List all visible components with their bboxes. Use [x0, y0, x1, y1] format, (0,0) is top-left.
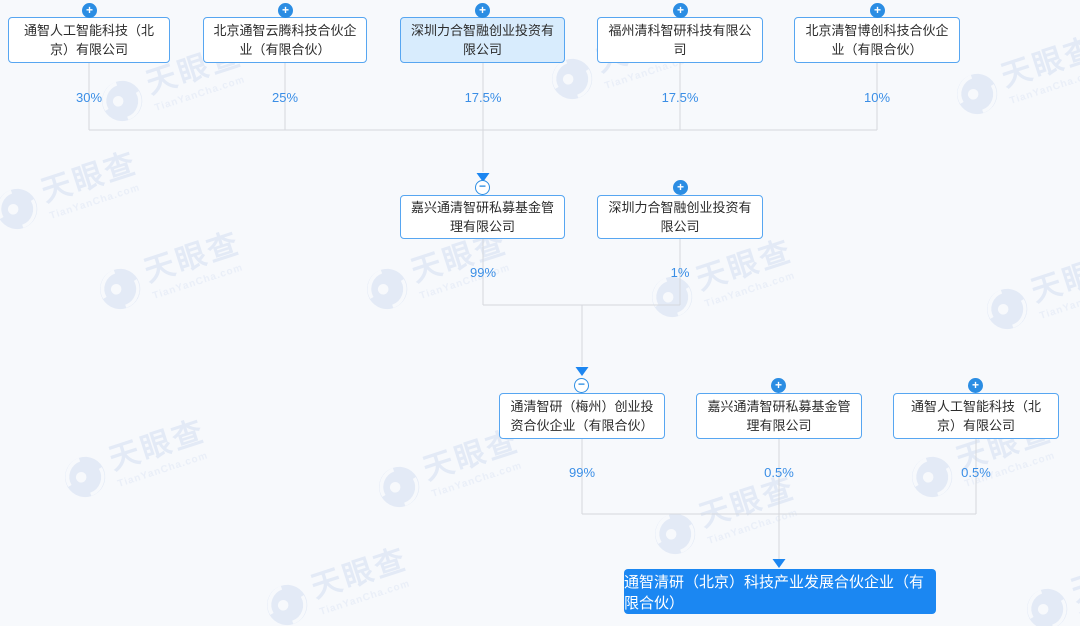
connector-path — [88, 63, 977, 559]
ownership-percent: 99% — [568, 465, 596, 480]
company-name: 福州清科智研科技有限公司 — [608, 23, 752, 57]
company-name: 深圳力合智融创业投资有限公司 — [410, 23, 554, 57]
company-name: 深圳力合智融创业投资有限公司 — [608, 200, 752, 234]
expand-icon[interactable]: + — [475, 3, 490, 18]
expand-icon[interactable]: + — [82, 3, 97, 18]
arrow-down-icon — [772, 559, 786, 568]
ownership-percent: 25% — [271, 90, 299, 105]
company-node[interactable]: 通智人工智能科技（北京）有限公司 — [893, 393, 1059, 439]
target-company-node[interactable]: 通智清研（北京）科技产业发展合伙企业（有限合伙） — [624, 569, 936, 614]
expand-icon[interactable]: + — [870, 3, 885, 18]
expand-icon[interactable]: + — [771, 378, 786, 393]
company-node[interactable]: 嘉兴通清智研私募基金管理有限公司 — [696, 393, 862, 439]
company-node[interactable]: 福州清科智研科技有限公司 — [597, 17, 763, 63]
company-node[interactable]: 通智人工智能科技（北京）有限公司 — [8, 17, 170, 63]
company-name: 北京清智博创科技合伙企业（有限合伙） — [805, 23, 949, 57]
expand-icon[interactable]: + — [968, 378, 983, 393]
company-name: 嘉兴通清智研私募基金管理有限公司 — [707, 399, 851, 433]
expand-icon[interactable]: + — [278, 3, 293, 18]
ownership-percent: 17.5% — [661, 90, 699, 105]
arrow-down-icon — [476, 173, 490, 182]
company-node[interactable]: 嘉兴通清智研私募基金管理有限公司 — [400, 195, 565, 239]
company-node[interactable]: 深圳力合智融创业投资有限公司 — [597, 195, 763, 239]
ownership-percent: 1% — [670, 265, 690, 280]
ownership-percent: 0.5% — [764, 465, 794, 480]
company-name: 通智人工智能科技（北京）有限公司 — [910, 399, 1041, 433]
company-name: 通清智研（梅州）创业投资合伙企业（有限合伙） — [510, 399, 654, 433]
company-node[interactable]: 北京清智博创科技合伙企业（有限合伙） — [794, 17, 960, 63]
arrow-down-icon — [575, 367, 589, 376]
ownership-percent: 17.5% — [464, 90, 502, 105]
company-node-highlighted[interactable]: 深圳力合智融创业投资有限公司 — [400, 17, 565, 63]
collapse-icon[interactable]: − — [475, 180, 490, 195]
ownership-percent: 10% — [863, 90, 891, 105]
collapse-icon[interactable]: − — [574, 378, 589, 393]
target-company-name: 通智清研（北京）科技产业发展合伙企业（有限合伙） — [624, 573, 925, 612]
company-name: 嘉兴通清智研私募基金管理有限公司 — [410, 200, 554, 234]
ownership-percent: 0.5% — [961, 465, 991, 480]
company-name: 通智人工智能科技（北京）有限公司 — [23, 23, 154, 57]
expand-icon[interactable]: + — [673, 3, 688, 18]
ownership-percent: 30% — [75, 90, 103, 105]
expand-icon[interactable]: + — [673, 180, 688, 195]
ownership-percent: 99% — [469, 265, 497, 280]
company-node[interactable]: 通清智研（梅州）创业投资合伙企业（有限合伙） — [499, 393, 665, 439]
company-node[interactable]: 北京通智云腾科技合伙企业（有限合伙） — [203, 17, 367, 63]
company-name: 北京通智云腾科技合伙企业（有限合伙） — [213, 23, 357, 57]
